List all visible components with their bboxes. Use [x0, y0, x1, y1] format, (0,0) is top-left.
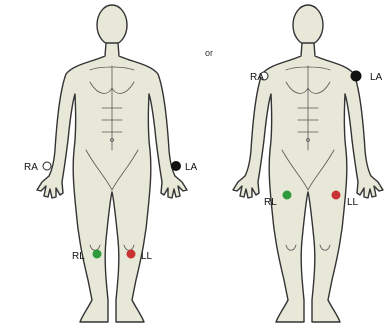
- right-label-ll: LL: [347, 197, 359, 208]
- left-label-rl: RL: [72, 251, 85, 262]
- left-electrode-la: [172, 162, 181, 171]
- left-body-outline: [37, 5, 187, 322]
- separator-or: or: [205, 48, 213, 58]
- left-electrode-ra: [43, 162, 51, 170]
- left-label-ll: LL: [141, 251, 153, 262]
- right-label-rl: RL: [264, 197, 277, 208]
- right-label-la: LA: [370, 72, 383, 83]
- right-electrode-ll: [332, 191, 341, 200]
- left-label-la: LA: [185, 162, 198, 173]
- right-body-outline: [233, 5, 383, 322]
- left-label-ra: RA: [24, 162, 38, 173]
- right-electrode-la: [351, 71, 361, 81]
- left-electrode-ll: [127, 250, 136, 259]
- right-electrode-rl: [283, 191, 292, 200]
- left-electrode-rl: [93, 250, 102, 259]
- left-figure: [37, 5, 187, 322]
- right-figure: [233, 5, 383, 322]
- right-label-ra: RA: [250, 72, 264, 83]
